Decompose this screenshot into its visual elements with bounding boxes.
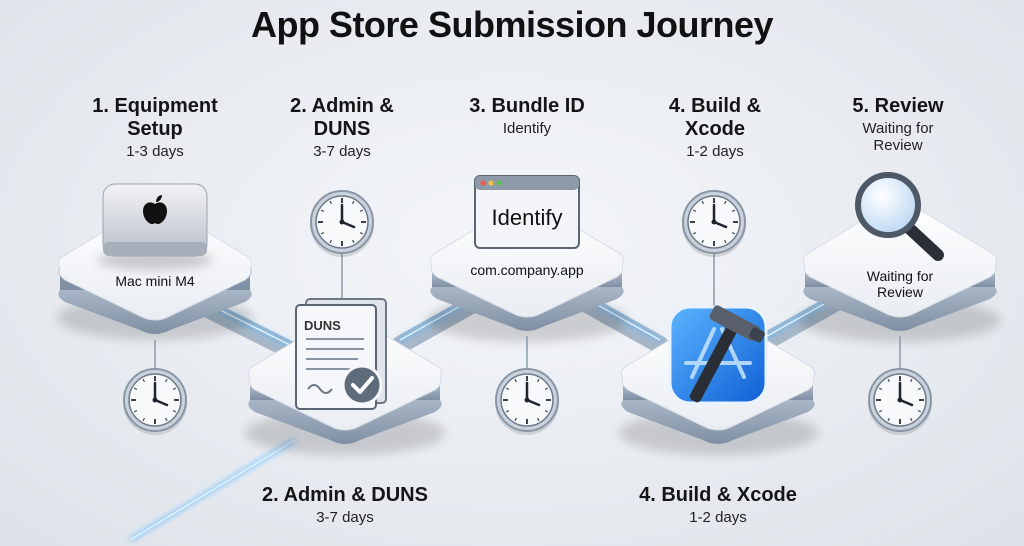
step-2-bottom-heading: 2. Admin & DUNS <box>262 484 428 506</box>
step-5-heading: 5. Review <box>852 95 944 117</box>
duns-document-icon <box>295 298 387 410</box>
step-1-platform-label: Mac mini M4 <box>115 273 195 289</box>
step-4-bottom-duration: 1-2 days <box>689 509 747 526</box>
step-3-label: 3. Bundle ID Identify <box>442 95 612 137</box>
step-4-bottom-heading: 4. Build & Xcode <box>639 484 797 506</box>
mac-mini-icon <box>97 183 213 270</box>
step-4-bottom-label: 4. Build & Xcode 1-2 days <box>613 484 823 526</box>
clock-icon-step-2-top <box>310 190 374 257</box>
xcode-icon <box>668 305 768 405</box>
step-5-subtitle: Waiting for Review <box>862 120 934 155</box>
clock-icon-step-1 <box>123 368 187 435</box>
step-3-heading: 3. Bundle ID <box>469 95 585 117</box>
step-2-bottom-label: 2. Admin & DUNS 3-7 days <box>240 484 450 526</box>
step-5-platform-label: Waiting for Review <box>866 268 934 301</box>
step-2-duration: 3-7 days <box>313 143 371 160</box>
step-4-duration: 1-2 days <box>686 143 744 160</box>
step-1-duration: 1-3 days <box>126 143 184 160</box>
step-2-bottom-duration: 3-7 days <box>316 509 374 526</box>
clock-icon-step-3 <box>495 368 559 435</box>
step-2-heading: 2. Admin & DUNS <box>290 95 394 140</box>
platform-5 <box>800 202 1000 342</box>
duns-doc-label: DUNS <box>304 318 341 333</box>
step-4-label: 4. Build & Xcode 1-2 days <box>630 95 800 160</box>
browser-window-icon <box>474 175 580 249</box>
browser-window-label: Identify <box>491 205 563 230</box>
step-1-label: 1. Equipment Setup 1-3 days <box>55 95 255 160</box>
step-2-label: 2. Admin & DUNS 3-7 days <box>257 95 427 160</box>
clock-icon-step-4-top <box>682 190 746 257</box>
step-5-label: 5. Review Waiting for Review <box>818 95 978 155</box>
step-1-heading: 1. Equipment Setup <box>92 95 218 140</box>
magnifier-icon <box>855 172 944 261</box>
step-4-heading: 4. Build & Xcode <box>668 95 762 140</box>
step-3-platform-label: com.company.app <box>470 262 584 278</box>
page-title: App Store Submission Journey <box>250 4 774 45</box>
clock-icon-step-5 <box>868 368 932 435</box>
step-3-subtitle: Identify <box>502 120 552 137</box>
